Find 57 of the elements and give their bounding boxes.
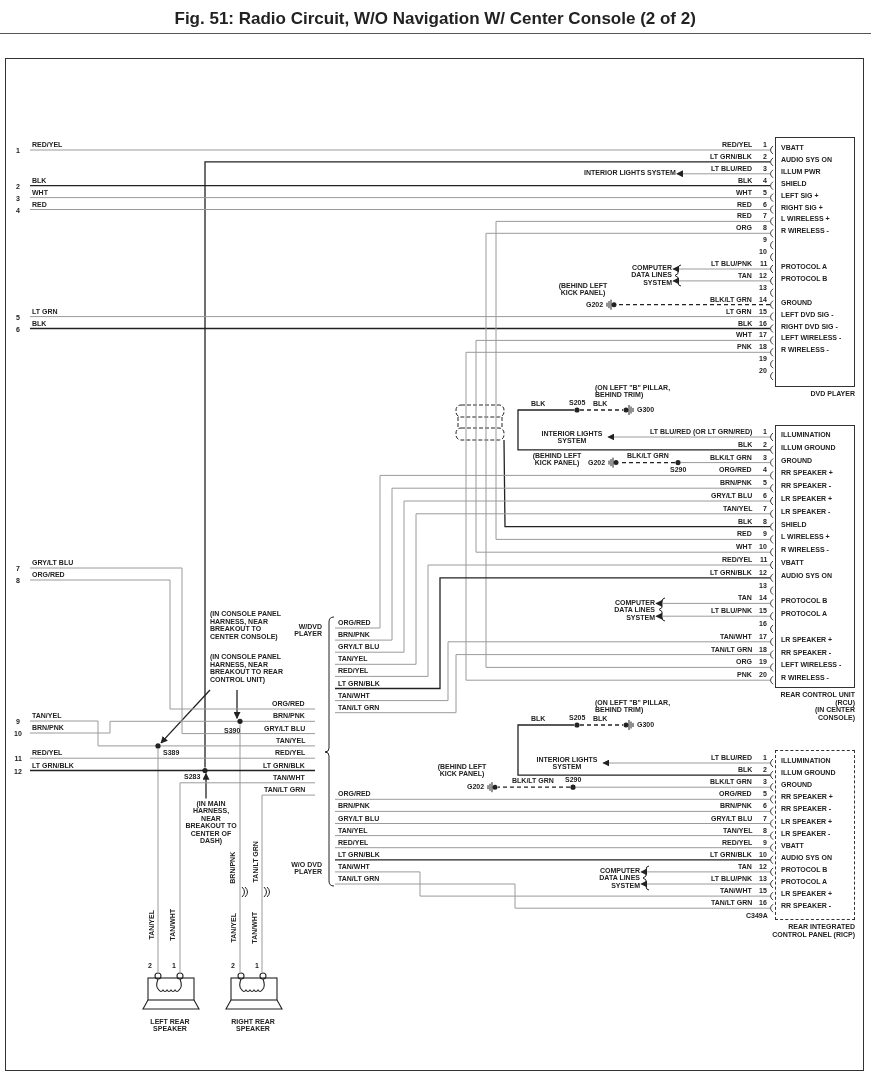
wire	[29, 567, 316, 735]
arrow	[672, 277, 771, 285]
wire	[29, 327, 771, 330]
wire	[29, 720, 316, 734]
arrow	[640, 868, 771, 876]
wire	[334, 847, 771, 849]
wire	[334, 513, 771, 665]
wire	[239, 723, 241, 973]
wire	[29, 209, 771, 210]
wire	[334, 823, 771, 824]
wire	[334, 564, 771, 677]
arrow	[676, 170, 771, 178]
wire	[334, 883, 771, 909]
arrow	[672, 265, 771, 273]
leader-line	[160, 689, 211, 744]
ground-wire	[579, 724, 624, 726]
wire	[680, 462, 771, 464]
wire	[465, 351, 771, 681]
wire	[157, 748, 159, 973]
wire	[179, 782, 316, 973]
ground-wire	[497, 786, 571, 788]
wire	[29, 316, 771, 318]
wire	[334, 577, 771, 690]
wire	[29, 579, 316, 710]
arrow	[655, 612, 771, 620]
wire	[29, 149, 771, 151]
diagram-title: Fig. 51: Radio Circuit, W/O Navigation W/ Center Console (2 of 2)	[174, 7, 696, 29]
leader-line	[202, 772, 210, 800]
wire	[334, 500, 771, 653]
wire	[261, 794, 316, 973]
wire	[334, 859, 771, 861]
arrow	[602, 759, 771, 767]
wire	[517, 724, 771, 776]
arrow	[640, 880, 771, 888]
wire	[334, 871, 771, 897]
wire	[334, 641, 771, 702]
ground-wire	[616, 304, 771, 306]
wire	[334, 810, 771, 812]
arrow	[607, 433, 771, 441]
wire	[503, 439, 771, 528]
wire	[575, 786, 771, 788]
wire	[29, 769, 316, 772]
wire	[475, 339, 771, 553]
wire	[204, 161, 771, 769]
wire	[29, 757, 316, 759]
wire	[29, 197, 771, 199]
wire	[485, 232, 771, 668]
wire	[495, 220, 771, 540]
leader-line	[233, 689, 241, 719]
wire	[517, 409, 771, 451]
wire	[29, 185, 771, 187]
arrow	[655, 599, 771, 607]
wire	[334, 654, 771, 714]
ground-wire	[579, 409, 624, 411]
wire	[334, 835, 771, 837]
wire	[334, 798, 771, 800]
wire	[29, 720, 316, 747]
